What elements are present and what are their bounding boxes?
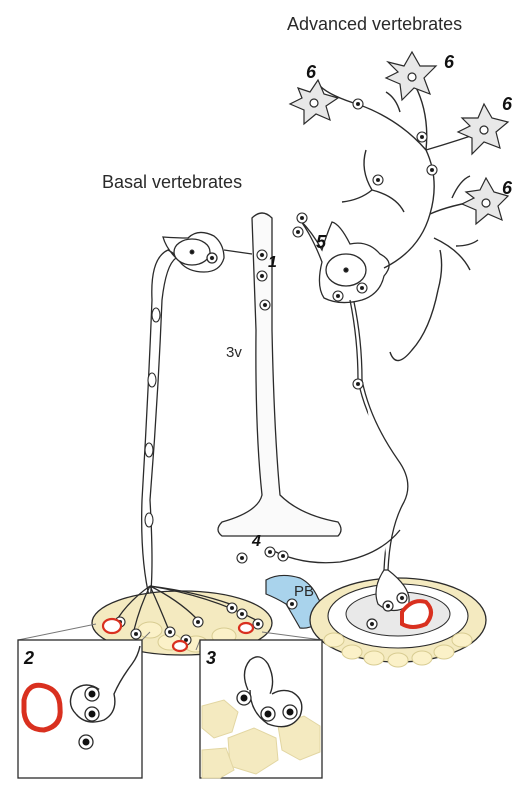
marker-6-third: 6 (502, 94, 513, 114)
marker-6-fourth: 6 (502, 178, 513, 198)
advanced-vertebrates-heading: Advanced vertebrates (287, 14, 462, 34)
marker-6-first: 6 (306, 62, 317, 82)
portal-blood-label: PB (294, 583, 314, 600)
advanced-fiber-tree (320, 80, 488, 361)
basal-vertebrates-heading: Basal vertebrates (102, 172, 242, 192)
marker-3: 3 (206, 648, 216, 668)
star-neuron-6a (290, 80, 338, 124)
star-neuron-6b (386, 52, 436, 100)
marker-2: 2 (23, 648, 34, 668)
marker-1: 1 (268, 254, 277, 271)
marker-6-second: 6 (444, 52, 455, 72)
third-ventricle-label: 3v (226, 344, 242, 361)
marker-4: 4 (251, 533, 261, 550)
star-neuron-6c (458, 104, 508, 154)
advanced-capillary (402, 601, 431, 627)
inset-2-panel (18, 640, 142, 778)
portal-vessel-granule (287, 599, 297, 609)
inset-3-panel (200, 640, 322, 778)
marker-5: 5 (316, 232, 327, 252)
basal-neuron (142, 232, 252, 600)
